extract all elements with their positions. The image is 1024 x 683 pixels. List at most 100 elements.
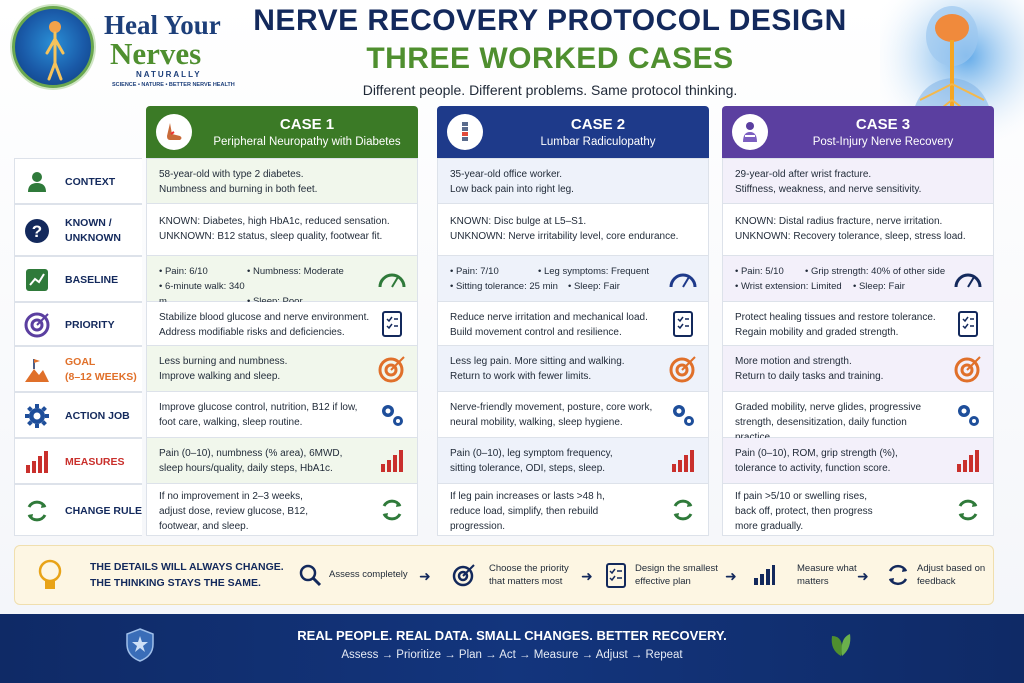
gears-icon <box>953 400 983 430</box>
bar-chart-icon <box>953 446 983 476</box>
brand-line-2: Nerves <box>110 36 202 71</box>
foot-icon <box>156 114 192 150</box>
case-1-header: CASE 1 Peripheral Neuropathy with Diabet… <box>146 106 418 158</box>
gear-icon <box>23 402 51 430</box>
case-1-priority: Stabilize blood glucose and nerve enviro… <box>146 302 418 346</box>
case-1-action-job: Improve glucose control, nutrition, B12 … <box>146 392 418 438</box>
brand-logo: Heal Your Nerves NATURALLY SCIENCE • NAT… <box>12 6 242 92</box>
case-1-title: CASE 1 <box>279 116 335 133</box>
checklist-icon <box>668 308 698 338</box>
case-3-context: 29-year-old after wrist fracture.Stiffne… <box>722 158 994 204</box>
case-1-subtitle: Peripheral Neuropathy with Diabetes <box>213 136 401 148</box>
case-1-baseline: • Pain: 6/10• Numbness: Moderate• 6-minu… <box>146 256 418 307</box>
cycle-icon <box>668 495 698 525</box>
case-3-action-job: Graded mobility, nerve glides, progressi… <box>722 392 994 443</box>
case-3-goal: More motion and strength.Return to daily… <box>722 346 994 392</box>
row-label-action-job: ACTION JOB <box>14 392 142 438</box>
cycle-icon <box>953 495 983 525</box>
case-1-goal: Less burning and numbness.Improve walkin… <box>146 346 418 392</box>
gauge-icon <box>668 264 698 294</box>
case-1-measures: Pain (0–10), numbness (% area), 6MWD,sle… <box>146 438 418 484</box>
case-2-measures: Pain (0–10), leg symptom frequency,sitti… <box>437 438 709 484</box>
magnifier-icon <box>297 562 323 588</box>
case-3-measures: Pain (0–10), ROM, grip strength (%),tole… <box>722 438 994 484</box>
question-icon: ? <box>23 217 51 245</box>
arrow-icon: ➜ <box>857 568 869 584</box>
checklist-icon <box>953 308 983 338</box>
gears-icon <box>377 400 407 430</box>
arm-sling-icon <box>732 114 768 150</box>
target-icon <box>23 311 51 339</box>
case-3-header: CASE 3 Post-Injury Nerve Recovery <box>722 106 994 158</box>
footer-cycle: Assess → Prioritize → Plan → Act → Measu… <box>341 649 683 661</box>
nerve-figure-icon <box>45 21 65 81</box>
checklist-icon <box>377 308 407 338</box>
case-1-known-unknown: KNOWN: Diabetes, high HbA1c, reduced sen… <box>146 204 418 256</box>
row-label-context: CONTEXT <box>14 158 142 204</box>
refresh-icon <box>885 562 911 588</box>
case-2-action-job: Nerve-friendly movement, posture, core w… <box>437 392 709 438</box>
case-2-baseline: • Pain: 7/10• Leg symptoms: Frequent• Si… <box>437 256 709 302</box>
case-2-known-unknown: KNOWN: Disc bulge at L5–S1.UNKNOWN: Nerv… <box>437 204 709 256</box>
bar-chart-icon <box>377 446 407 476</box>
checklist-icon <box>603 562 629 588</box>
target-arrow-icon <box>953 354 983 384</box>
row-label-priority: PRIORITY <box>14 302 142 346</box>
arrow-icon: ➜ <box>581 568 593 584</box>
case-2-title: CASE 2 <box>570 116 626 133</box>
gears-icon <box>668 400 698 430</box>
case-2-change-rule: If leg pain increases or lasts >48 h,red… <box>437 484 709 536</box>
bar-chart-icon <box>751 562 777 588</box>
case-2-subtitle: Lumbar Radiculopathy <box>540 136 656 148</box>
footer-headline: REAL PEOPLE. REAL DATA. SMALL CHANGES. B… <box>297 628 727 643</box>
logo-badge <box>12 6 94 88</box>
spine-icon <box>447 114 483 150</box>
thinking-process-strip: THE DETAILS WILL ALWAYS CHANGE. THE THIN… <box>14 545 994 605</box>
case-2-goal: Less leg pain. More sitting and walking.… <box>437 346 709 392</box>
svg-text:?: ? <box>32 222 42 241</box>
gauge-icon <box>953 264 983 294</box>
strip-message-1: THE DETAILS WILL ALWAYS CHANGE. <box>90 561 284 573</box>
strip-message-2: THE THINKING STAYS THE SAME. <box>90 577 261 589</box>
trend-chart-icon <box>23 266 51 294</box>
bar-chart-icon <box>23 448 51 476</box>
row-label-known-unknown: ? KNOWN /UNKNOWN <box>14 204 142 256</box>
target-arrow-icon <box>377 354 407 384</box>
brand-line-3: NATURALLY <box>136 70 202 79</box>
case-3-title: CASE 3 <box>855 116 911 133</box>
case-2-context: 35-year-old office worker.Low back pain … <box>437 158 709 204</box>
case-3-priority: Protect healing tissues and restore tole… <box>722 302 994 346</box>
case-2-priority: Reduce nerve irritation and mechanical l… <box>437 302 709 346</box>
page-title: NERVE RECOVERY PROTOCOL DESIGN <box>253 4 847 37</box>
arrow-icon: ➜ <box>419 568 431 584</box>
shield-icon <box>126 628 154 662</box>
case-1-context: 58-year-old with type 2 diabetes.Numbnes… <box>146 158 418 204</box>
person-icon <box>23 168 51 196</box>
target-arrow-icon <box>668 354 698 384</box>
case-1-change-rule: If no improvement in 2–3 weeks,adjust do… <box>146 484 418 536</box>
arrow-icon: ➜ <box>725 568 737 584</box>
case-3-known-unknown: KNOWN: Distal radius fracture, nerve irr… <box>722 204 994 256</box>
mountain-flag-icon <box>23 356 51 384</box>
case-3-baseline: • Pain: 5/10• Grip strength: 40% of othe… <box>722 256 994 302</box>
gauge-icon <box>377 264 407 294</box>
row-label-goal: GOAL(8–12 WEEKS) <box>14 346 142 392</box>
brand-tagline: SCIENCE • NATURE • BETTER NERVE HEALTH <box>112 82 235 88</box>
row-label-measures: MEASURES <box>14 438 142 484</box>
footer-band: REAL PEOPLE. REAL DATA. SMALL CHANGES. B… <box>0 614 1024 683</box>
bar-chart-icon <box>668 446 698 476</box>
row-label-baseline: BASELINE <box>14 256 142 302</box>
case-3-change-rule: If pain >5/10 or swelling rises,back off… <box>722 484 994 536</box>
case-2-header: CASE 2 Lumbar Radiculopathy <box>437 106 709 158</box>
page-tagline: Different people. Different problems. Sa… <box>362 82 738 98</box>
page-subtitle: THREE WORKED CASES <box>366 42 734 75</box>
leaf-icon <box>831 634 851 656</box>
target-icon <box>451 562 477 588</box>
row-label-change-rule: CHANGE RULE <box>14 484 142 536</box>
brand-line-1: Heal Your <box>104 10 221 40</box>
cycle-icon <box>23 497 51 525</box>
cycle-icon <box>377 495 407 525</box>
lightbulb-icon <box>38 559 62 589</box>
case-3-subtitle: Post-Injury Nerve Recovery <box>812 136 954 148</box>
